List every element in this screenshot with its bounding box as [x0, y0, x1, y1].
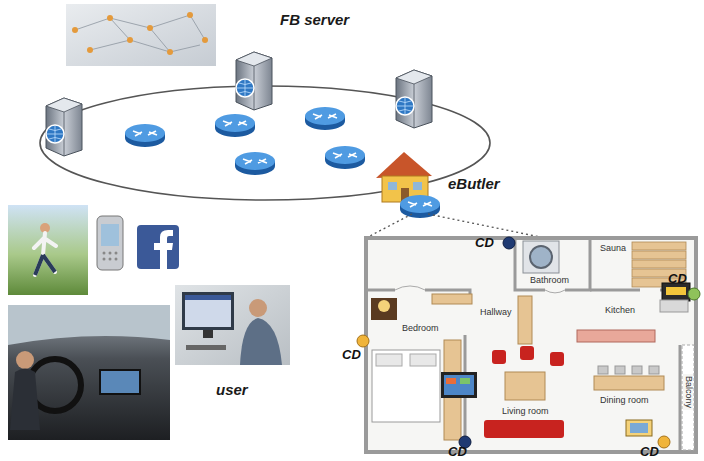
device-label: CD [668, 272, 687, 286]
room-label: Kitchen [603, 306, 637, 316]
room-label: Bathroom [528, 276, 571, 286]
network-label: FB server [280, 12, 349, 29]
room-label: Balcony [683, 374, 693, 410]
room-label: Living room [500, 407, 551, 417]
device-label: CD [640, 445, 659, 459]
device-label: CD [342, 348, 361, 362]
room-label: Bedroom [400, 324, 441, 334]
room-label: Sauna [598, 244, 628, 254]
room-label: Dining room [598, 396, 651, 406]
device-label: CD [448, 445, 467, 459]
room-label: Hallway [478, 308, 514, 318]
actor-label: user [216, 382, 248, 399]
node-label: eButler [448, 176, 500, 193]
device-label: CD [475, 236, 494, 250]
